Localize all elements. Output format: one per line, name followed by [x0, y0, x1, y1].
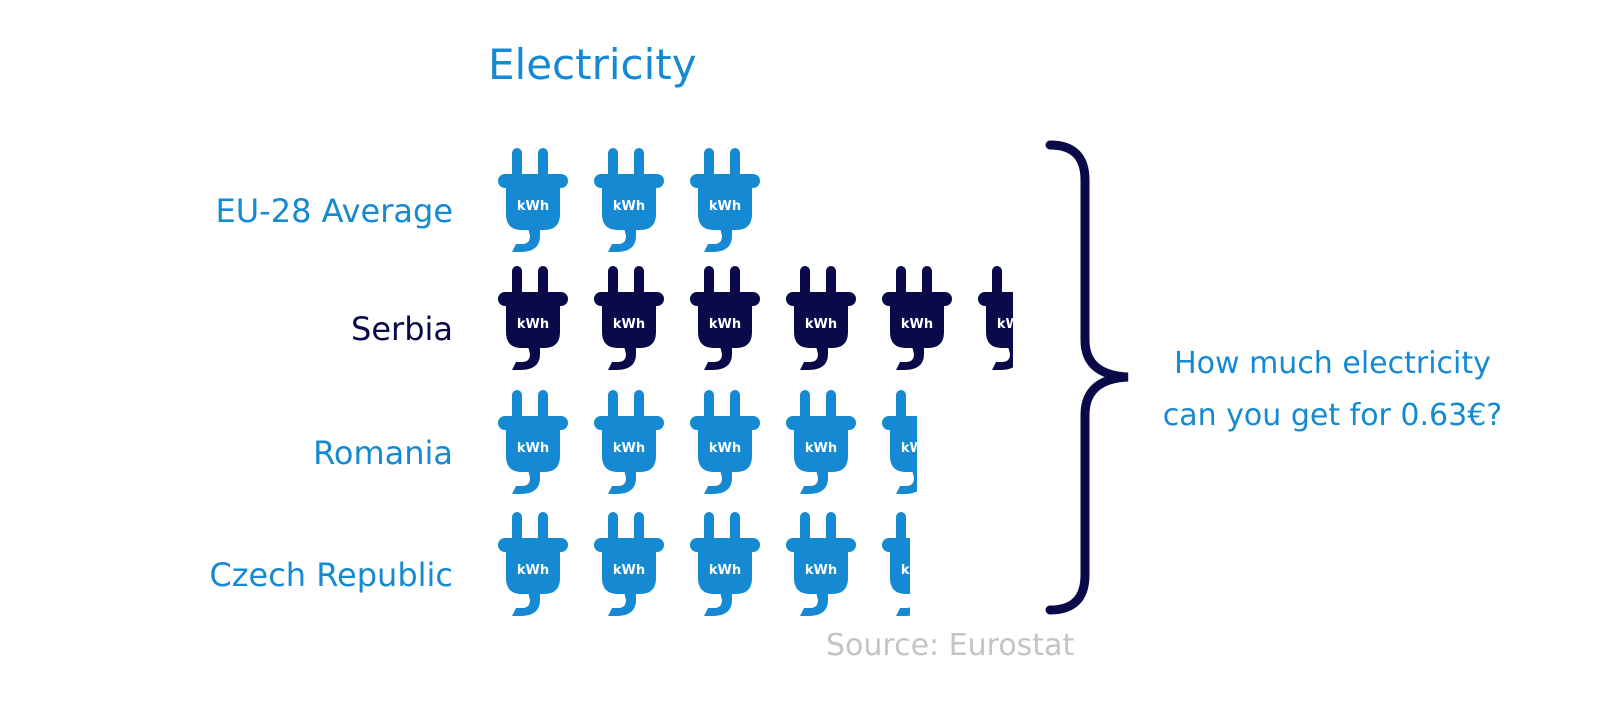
plug-icon: kWh: [978, 266, 1013, 372]
plug-icon: kWh: [594, 266, 664, 372]
plug-icon: kWh: [786, 390, 856, 496]
kwh-label: kWh: [517, 199, 549, 214]
plug-icon: kWh: [594, 512, 664, 618]
kwh-label: kWh: [613, 441, 645, 456]
category-label: Serbia: [351, 310, 453, 348]
plug-icon: kWh: [498, 148, 568, 254]
kwh-label: kWh: [709, 563, 741, 578]
kwh-label: kWh: [901, 563, 910, 578]
kwh-label: kWh: [517, 441, 549, 456]
kwh-label: kWh: [805, 441, 837, 456]
plug-icon: kWh: [882, 512, 910, 618]
category-label: Romania: [313, 434, 453, 472]
plug-icon: kWh: [882, 390, 917, 496]
kwh-label: kWh: [709, 317, 741, 332]
source-note: Source: Eurostat: [826, 628, 1075, 663]
chart-title: Electricity: [488, 40, 697, 89]
category-label: EU-28 Average: [215, 192, 453, 230]
question-line-2: can you get for 0.63€?: [1162, 398, 1503, 433]
kwh-label: kWh: [805, 563, 837, 578]
plug-icon: kWh: [498, 266, 568, 372]
kwh-label: kWh: [901, 317, 933, 332]
kwh-label: kWh: [613, 317, 645, 332]
kwh-label: kWh: [709, 441, 741, 456]
plug-icon: kWh: [882, 266, 952, 372]
category-label: Czech Republic: [209, 556, 453, 594]
plug-icon: kWh: [690, 148, 760, 254]
plug-icon: kWh: [594, 390, 664, 496]
plug-icon: kWh: [786, 512, 856, 618]
kwh-label: kWh: [517, 563, 549, 578]
question-text: How much electricity can you get for 0.6…: [1140, 338, 1525, 442]
kwh-label: kWh: [997, 317, 1013, 332]
kwh-label: kWh: [709, 199, 741, 214]
plug-icon: kWh: [786, 266, 856, 372]
plug-icon: kWh: [498, 390, 568, 496]
curly-brace: [1045, 140, 1129, 615]
plug-icon: kWh: [690, 512, 760, 618]
plug-icon: kWh: [498, 512, 568, 618]
kwh-label: kWh: [613, 199, 645, 214]
plug-icon: kWh: [690, 266, 760, 372]
kwh-label: kWh: [805, 317, 837, 332]
plug-icon: kWh: [690, 390, 760, 496]
kwh-label: kWh: [901, 441, 917, 456]
question-line-1: How much electricity: [1174, 346, 1491, 381]
kwh-label: kWh: [613, 563, 645, 578]
plug-icon: kWh: [594, 148, 664, 254]
kwh-label: kWh: [517, 317, 549, 332]
